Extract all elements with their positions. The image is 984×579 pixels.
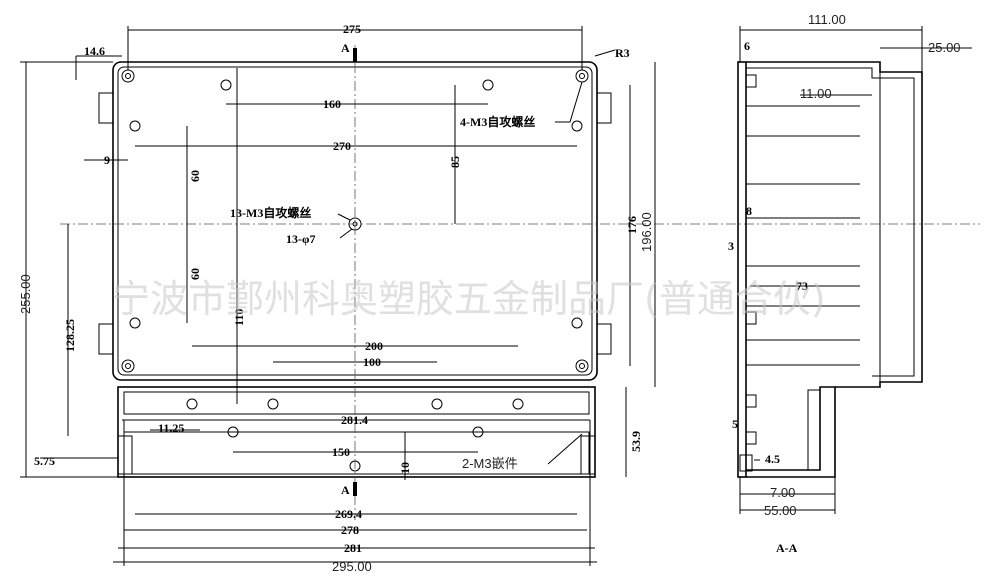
dim-4-5: 4.5	[765, 452, 780, 466]
dim-8: 8	[746, 204, 752, 218]
dim-85: 85	[448, 156, 462, 168]
dim-53-9: 53.9	[629, 431, 643, 452]
dim-278: 278	[341, 523, 359, 537]
ear-left-top	[98, 92, 114, 124]
front-view	[20, 26, 980, 566]
dim-55: 55.00	[764, 503, 797, 518]
dim-269-4: 269.4	[335, 507, 362, 521]
dim-281-4: 281.4	[341, 413, 368, 427]
dim-25: 25.00	[928, 40, 961, 55]
dim-295: 295.00	[332, 559, 372, 574]
dim-11: 11.00	[800, 86, 832, 101]
dim-9: 9	[104, 153, 110, 167]
dim-100: 100	[363, 355, 381, 369]
dim-176: 176	[625, 216, 639, 234]
section-view-labels: 111.00 25.00 6 11.00 8 3 73 5 4.5 7.00 5…	[728, 12, 961, 555]
dim-5-75: 5.75	[34, 454, 55, 468]
terminal-compartment	[117, 386, 596, 478]
ear-right-bottom	[596, 323, 612, 355]
internal-ribs	[746, 105, 860, 366]
dim-6: 6	[744, 39, 750, 53]
dim-270: 270	[333, 139, 351, 153]
section-arrow-top	[353, 48, 357, 62]
ear-left-bottom	[98, 323, 114, 355]
dim-160: 160	[323, 97, 341, 111]
dim-196: 196.00	[639, 212, 654, 252]
front-view-labels: 275 14.6 A R3 160 4-M3自攻螺丝 270 9 85 60 1…	[18, 22, 654, 574]
dim-200: 200	[365, 339, 383, 353]
dim-7: 7.00	[770, 485, 795, 500]
note-2-m3-inserts: 2-M3嵌件	[462, 456, 518, 471]
dim-150: 150	[332, 445, 350, 459]
dim-11-25: 11.25	[158, 421, 184, 435]
base-wall	[737, 61, 747, 478]
dim-60-bottom: 60	[188, 268, 202, 280]
dim-73: 73	[796, 279, 808, 293]
section-mark-top: A	[341, 41, 350, 55]
dim-14-6: 14.6	[84, 44, 105, 58]
dim-60-top: 60	[188, 170, 202, 182]
dim-10: 10	[398, 462, 412, 474]
dim-r3: R3	[615, 46, 630, 60]
dim-3: 3	[728, 239, 734, 253]
dim-110: 110	[232, 309, 246, 326]
dim-281: 281	[344, 541, 362, 555]
dim-275: 275	[343, 22, 361, 36]
watermark: 宁波市鄞州科奥塑胶五金制品厂(普通合伙)	[112, 277, 826, 321]
dim-111: 111.00	[808, 12, 846, 27]
section-view	[737, 26, 972, 514]
dim-128-25: 128.25	[63, 319, 77, 352]
dim-5: 5	[732, 417, 738, 431]
dim-255: 255.00	[18, 274, 33, 314]
section-arrow-bottom	[353, 482, 357, 496]
ear-right-top	[596, 92, 612, 124]
insert-left	[117, 435, 133, 475]
note-4-m3: 4-M3自攻螺丝	[460, 114, 535, 129]
section-mark-bottom: A	[341, 483, 350, 497]
insert-right	[580, 435, 596, 475]
note-13-phi7: 13-φ7	[286, 232, 315, 246]
section-label: A-A	[776, 541, 798, 555]
note-13-m3: 13-M3自攻螺丝	[230, 205, 311, 220]
